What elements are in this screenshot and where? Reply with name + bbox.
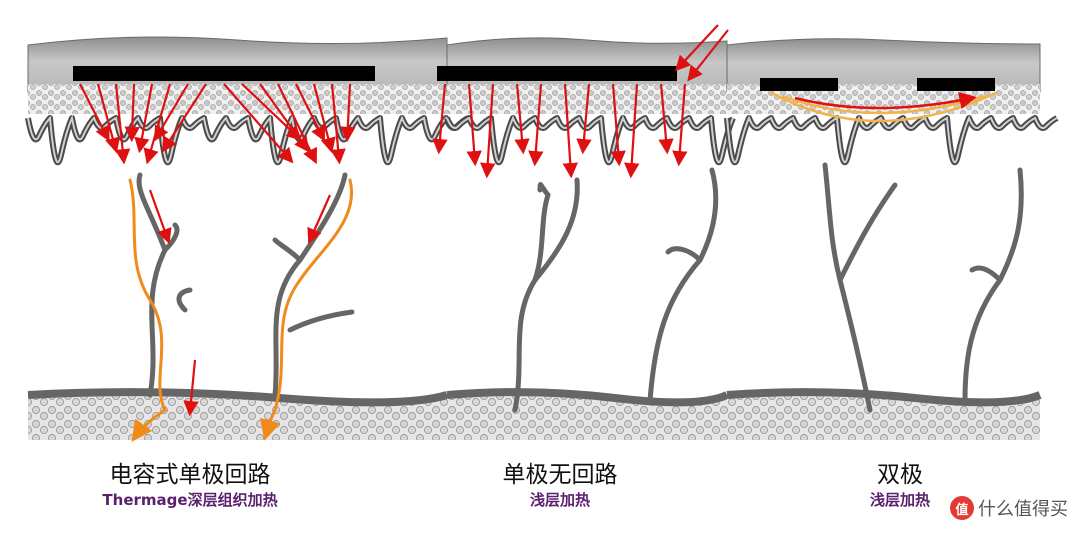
blood-vessel xyxy=(532,177,580,283)
blood-vessel xyxy=(176,287,193,313)
watermark-text: 什么值得买 xyxy=(978,499,1068,520)
heat-arrow xyxy=(576,83,592,155)
heat-arrow xyxy=(514,83,530,155)
current-path xyxy=(260,178,353,441)
current-paths xyxy=(128,178,353,442)
heat-arrow xyxy=(259,83,310,153)
heat-arrow xyxy=(143,83,172,165)
blood-vessel xyxy=(537,182,551,198)
heat-arrow xyxy=(307,194,332,245)
heat-arrow xyxy=(124,83,140,143)
heat-arrow xyxy=(658,83,674,155)
panel-2-title: 单极无回路 xyxy=(502,462,618,488)
blood-vessel xyxy=(837,182,898,283)
blood-vessel xyxy=(272,172,348,398)
heat-arrow xyxy=(675,24,719,72)
blood-vessel xyxy=(162,222,180,253)
panel-3-subtitle: 浅层加热 xyxy=(869,491,930,509)
heat-arrow xyxy=(161,83,207,153)
electrodes xyxy=(73,66,995,91)
blood-vessel xyxy=(136,172,168,398)
heat-arrow xyxy=(96,83,121,154)
bipolar-arc xyxy=(794,91,977,110)
heat-arrow xyxy=(330,83,346,165)
heat-arrow xyxy=(480,83,496,179)
heat-arrow xyxy=(687,29,729,82)
watermark: 值 什么值得买 xyxy=(950,495,1068,521)
blood-vessel xyxy=(272,237,303,263)
skin-surface xyxy=(27,36,448,93)
heat-arrow xyxy=(672,83,688,167)
blood-vessel xyxy=(287,309,355,333)
heat-arrows xyxy=(79,24,729,417)
heat-arrow xyxy=(114,83,131,165)
electrode-bipolar-left xyxy=(760,78,838,91)
heat-arrow xyxy=(624,83,640,179)
heat-arrow xyxy=(223,83,294,164)
heat-arrow xyxy=(562,83,578,179)
dermis xyxy=(727,114,1040,396)
fascia-band xyxy=(726,388,1042,407)
blood-vessel xyxy=(665,246,703,263)
heat-arrow xyxy=(528,83,544,167)
skin-surface xyxy=(446,37,728,93)
electrode-bipolar-right xyxy=(917,78,995,91)
heat-arrow xyxy=(183,359,199,417)
heat-arrow xyxy=(610,83,626,167)
bipolar-arcs xyxy=(769,90,999,123)
heat-arrow xyxy=(340,83,356,143)
blood-vessel xyxy=(969,265,1003,283)
blood-vessels xyxy=(136,162,1024,413)
heat-arrow xyxy=(134,83,154,154)
dermal-junction-lines xyxy=(25,114,1059,166)
heat-arrow xyxy=(312,83,336,154)
fascia-band xyxy=(446,388,729,407)
electrode-monopolar xyxy=(73,66,375,81)
panel-3-title: 双极 xyxy=(877,462,923,488)
heat-arrow xyxy=(277,83,317,165)
heat-arrow xyxy=(432,83,448,155)
dermal-junction-highlight xyxy=(446,115,734,164)
dermis xyxy=(28,114,447,396)
heat-arrow xyxy=(466,83,482,167)
heat-arrow xyxy=(241,83,302,141)
panel-1-title: 电容式单极回路 xyxy=(109,462,271,488)
zhi-logo-icon: 值 xyxy=(950,496,974,520)
blood-vessel xyxy=(647,167,719,403)
current-path xyxy=(128,178,167,442)
heat-arrow xyxy=(295,83,325,142)
heat-arrow xyxy=(148,189,172,245)
fat-layer xyxy=(727,395,1040,440)
panel-1-subtitle: Thermage深层组织加热 xyxy=(102,491,278,509)
heat-arrow xyxy=(153,83,189,142)
electrode-unipolar xyxy=(437,66,677,81)
heat-arrow xyxy=(79,83,110,142)
panel-2-subtitle: 浅层加热 xyxy=(529,491,590,509)
dermal-junction-highlight xyxy=(726,115,1058,164)
